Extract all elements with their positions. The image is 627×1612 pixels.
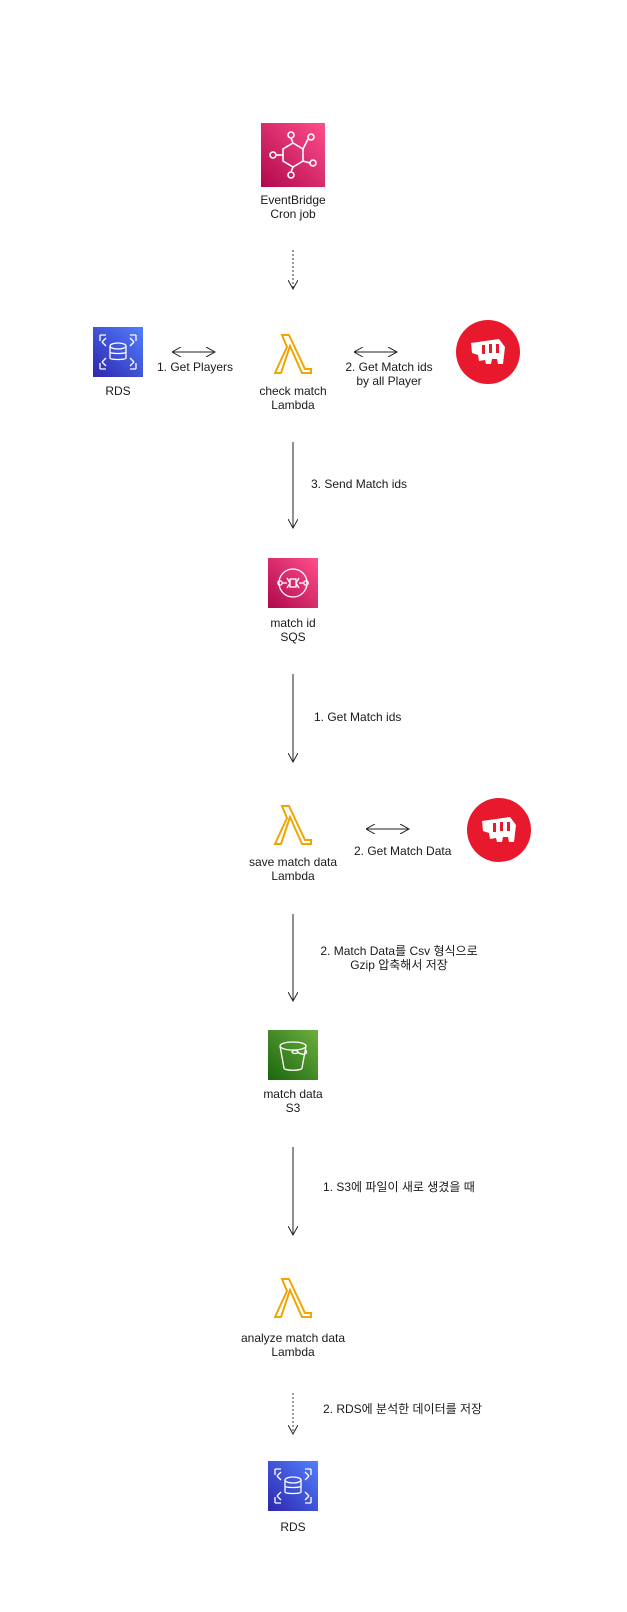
rds-bottom-label: RDS: [280, 1520, 306, 1534]
edge-label-sqs-get-match-ids: 1. Get Match ids: [314, 710, 402, 724]
edge-label-get-players: 1. Get Players: [157, 360, 234, 374]
save-lambda-label-line2: Lambda: [271, 869, 315, 883]
rds-icon: [268, 1461, 318, 1511]
sqs-label-line1: match id: [270, 616, 316, 630]
edge-label-store-csv-line2: Gzip 압축해서 저장: [350, 958, 448, 972]
check-lambda-label: check match Lambda: [259, 384, 326, 412]
save-lambda-label-line1: save match data: [248, 855, 338, 869]
edge-label-send-match-ids: 3. Send Match ids: [311, 477, 408, 491]
eventbridge-icon: [261, 123, 325, 187]
edge-label-get-match-ids-line1: 2. Get Match ids: [345, 360, 433, 374]
s3-label-line2: S3: [285, 1101, 301, 1115]
check-lambda-label-line2: Lambda: [271, 398, 315, 412]
riot-fist-icon: [467, 798, 531, 862]
eventbridge-label: EventBridge Cron job: [260, 193, 325, 221]
analyze-lambda-label-line2: Lambda: [271, 1345, 315, 1359]
edge-label-s3-trigger: 1. S3에 파일이 새로 생겼을 때: [323, 1180, 475, 1194]
edge-label-get-match-data: 2. Get Match Data: [354, 844, 452, 858]
s3-label-line1: match data: [263, 1087, 323, 1101]
edge-label-store-csv-line1: 2. Match Data를 Csv 형식으로: [320, 944, 478, 958]
s3-label: match data S3: [263, 1087, 322, 1115]
save-lambda-label: save match data Lambda: [249, 855, 337, 883]
analyze-lambda-label-line1: analyze match data: [240, 1331, 346, 1345]
analyze-lambda-label: analyze match data Lambda: [241, 1331, 345, 1359]
edge-label-rds-store: 2. RDS에 분석한 데이터를 저장: [323, 1402, 483, 1416]
rds-icon: [93, 327, 143, 377]
edge-label-store-csv: 2. Match Data를 Csv 형식으로 Gzip 압축해서 저장: [320, 944, 477, 972]
lambda-icon: [269, 1273, 317, 1321]
rds-top-label: RDS: [105, 384, 131, 398]
check-lambda-label-line1: check match: [259, 384, 327, 398]
s3-bucket-icon: [268, 1030, 318, 1080]
eventbridge-label-line1: EventBridge: [260, 193, 326, 207]
sqs-label: match id SQS: [270, 616, 315, 644]
lambda-icon: [269, 329, 317, 377]
edge-label-get-match-ids: 2. Get Match ids by all Player: [345, 360, 432, 388]
sqs-icon: [268, 558, 318, 608]
lambda-icon: [269, 800, 317, 848]
riot-fist-icon: [456, 320, 520, 384]
sqs-label-line2: SQS: [280, 630, 306, 644]
edge-label-get-match-ids-line2: by all Player: [356, 374, 422, 388]
eventbridge-label-line2: Cron job: [270, 207, 316, 221]
